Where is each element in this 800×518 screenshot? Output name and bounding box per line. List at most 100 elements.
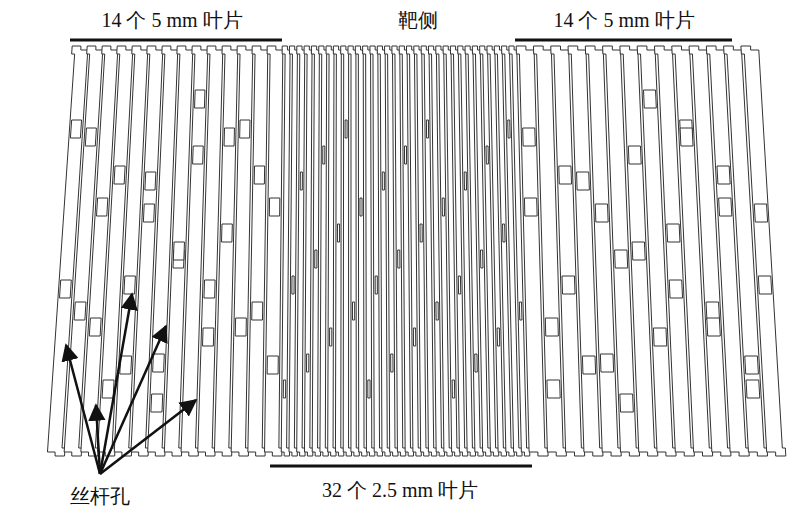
screw-hole	[745, 356, 759, 374]
screw-hole	[222, 224, 233, 242]
label-text: 丝杆孔	[70, 484, 130, 508]
leaf	[326, 46, 336, 456]
screw-hole	[240, 120, 250, 138]
screw-hole	[85, 128, 96, 146]
screw-hole	[497, 328, 500, 346]
screw-hole	[124, 276, 135, 294]
screw-hole	[746, 380, 760, 398]
screw-hole	[719, 198, 732, 216]
screw-hole	[283, 380, 285, 398]
screw-hole	[89, 318, 101, 336]
screw-hole	[486, 146, 488, 164]
screw-hole	[330, 328, 332, 346]
leaf	[311, 46, 320, 456]
screw-hole	[337, 224, 339, 242]
leaf	[319, 46, 329, 456]
screw-hole	[143, 204, 154, 222]
screw-hole	[706, 302, 719, 320]
screw-hole	[717, 166, 730, 184]
screw-hole	[70, 120, 81, 138]
leaf	[333, 46, 343, 456]
screw-hole	[391, 354, 393, 372]
leaf	[304, 46, 313, 456]
screw-hole	[620, 394, 633, 412]
screw-hole	[420, 224, 422, 242]
screw-hole	[254, 166, 264, 184]
screw-hole	[151, 394, 163, 412]
screw-hole	[480, 250, 482, 268]
screw-hole	[404, 146, 406, 164]
screw-hole	[204, 280, 215, 298]
screw-hole	[519, 302, 522, 320]
screw-hole	[758, 276, 772, 294]
leaf	[289, 46, 297, 456]
screw-hole	[252, 302, 263, 320]
leaf	[341, 46, 352, 456]
leaf	[297, 46, 305, 456]
screw-hole	[458, 276, 460, 294]
screw-hole	[74, 302, 86, 320]
leaf	[248, 46, 268, 456]
screw-hole	[508, 120, 510, 138]
screw-hole	[368, 380, 370, 398]
screw-hole	[464, 172, 466, 190]
screw-hole	[442, 198, 444, 216]
leader-arrow	[66, 345, 100, 474]
screw-hole	[582, 356, 595, 374]
screw-hole	[398, 250, 400, 268]
screw-hole	[436, 302, 438, 320]
screw-hole	[707, 318, 720, 336]
screw-hole	[97, 198, 108, 216]
screw-hole	[644, 90, 657, 108]
label-text: 32 个 2.5 mm 叶片	[322, 478, 478, 502]
screw-hole	[628, 146, 641, 164]
screw-hole	[426, 120, 428, 138]
screw-hole	[754, 204, 767, 222]
screw-hole	[173, 242, 184, 260]
screw-hole	[413, 328, 415, 346]
screw-hole	[59, 280, 71, 298]
group-bracket	[270, 465, 532, 468]
screw-hole	[345, 120, 347, 138]
screw-hole	[382, 172, 384, 190]
screw-hole	[524, 198, 537, 216]
screw-hole	[352, 302, 354, 320]
screw-hole	[235, 318, 246, 336]
group-bracket	[70, 39, 282, 42]
leader-arrow	[100, 294, 132, 474]
screw-hole	[195, 90, 205, 108]
leaf-bank	[47, 46, 785, 456]
screw-hole	[600, 354, 613, 372]
screw-hole	[269, 198, 279, 216]
screw-hole	[193, 146, 204, 164]
screw-hole	[375, 276, 377, 294]
leaf	[281, 46, 290, 456]
leader-arrow	[100, 326, 166, 474]
label-text: 14 个 5 mm 叶片	[553, 8, 694, 32]
label-text: 靶侧	[398, 8, 438, 32]
screw-hole	[680, 128, 693, 146]
screw-hole	[653, 328, 666, 346]
screw-hole	[300, 172, 302, 190]
screw-hole	[523, 128, 536, 146]
screw-hole	[267, 356, 278, 374]
leaf	[348, 46, 359, 456]
leader-arrow	[100, 400, 196, 474]
screw-hole	[360, 198, 362, 216]
screw-hole	[323, 146, 325, 164]
screw-hole	[114, 166, 125, 184]
screw-hole	[577, 172, 590, 190]
screw-hole	[547, 380, 560, 398]
screw-hole	[452, 380, 455, 398]
screw-hole	[669, 280, 682, 298]
screw-hole	[615, 250, 628, 268]
screw-hole	[292, 276, 294, 294]
screw-hole	[307, 354, 309, 372]
screw-hole	[203, 328, 214, 346]
screw-hole	[315, 250, 317, 268]
screw-hole	[503, 224, 506, 242]
screw-hole	[667, 224, 680, 242]
leader-arrows	[66, 294, 196, 474]
